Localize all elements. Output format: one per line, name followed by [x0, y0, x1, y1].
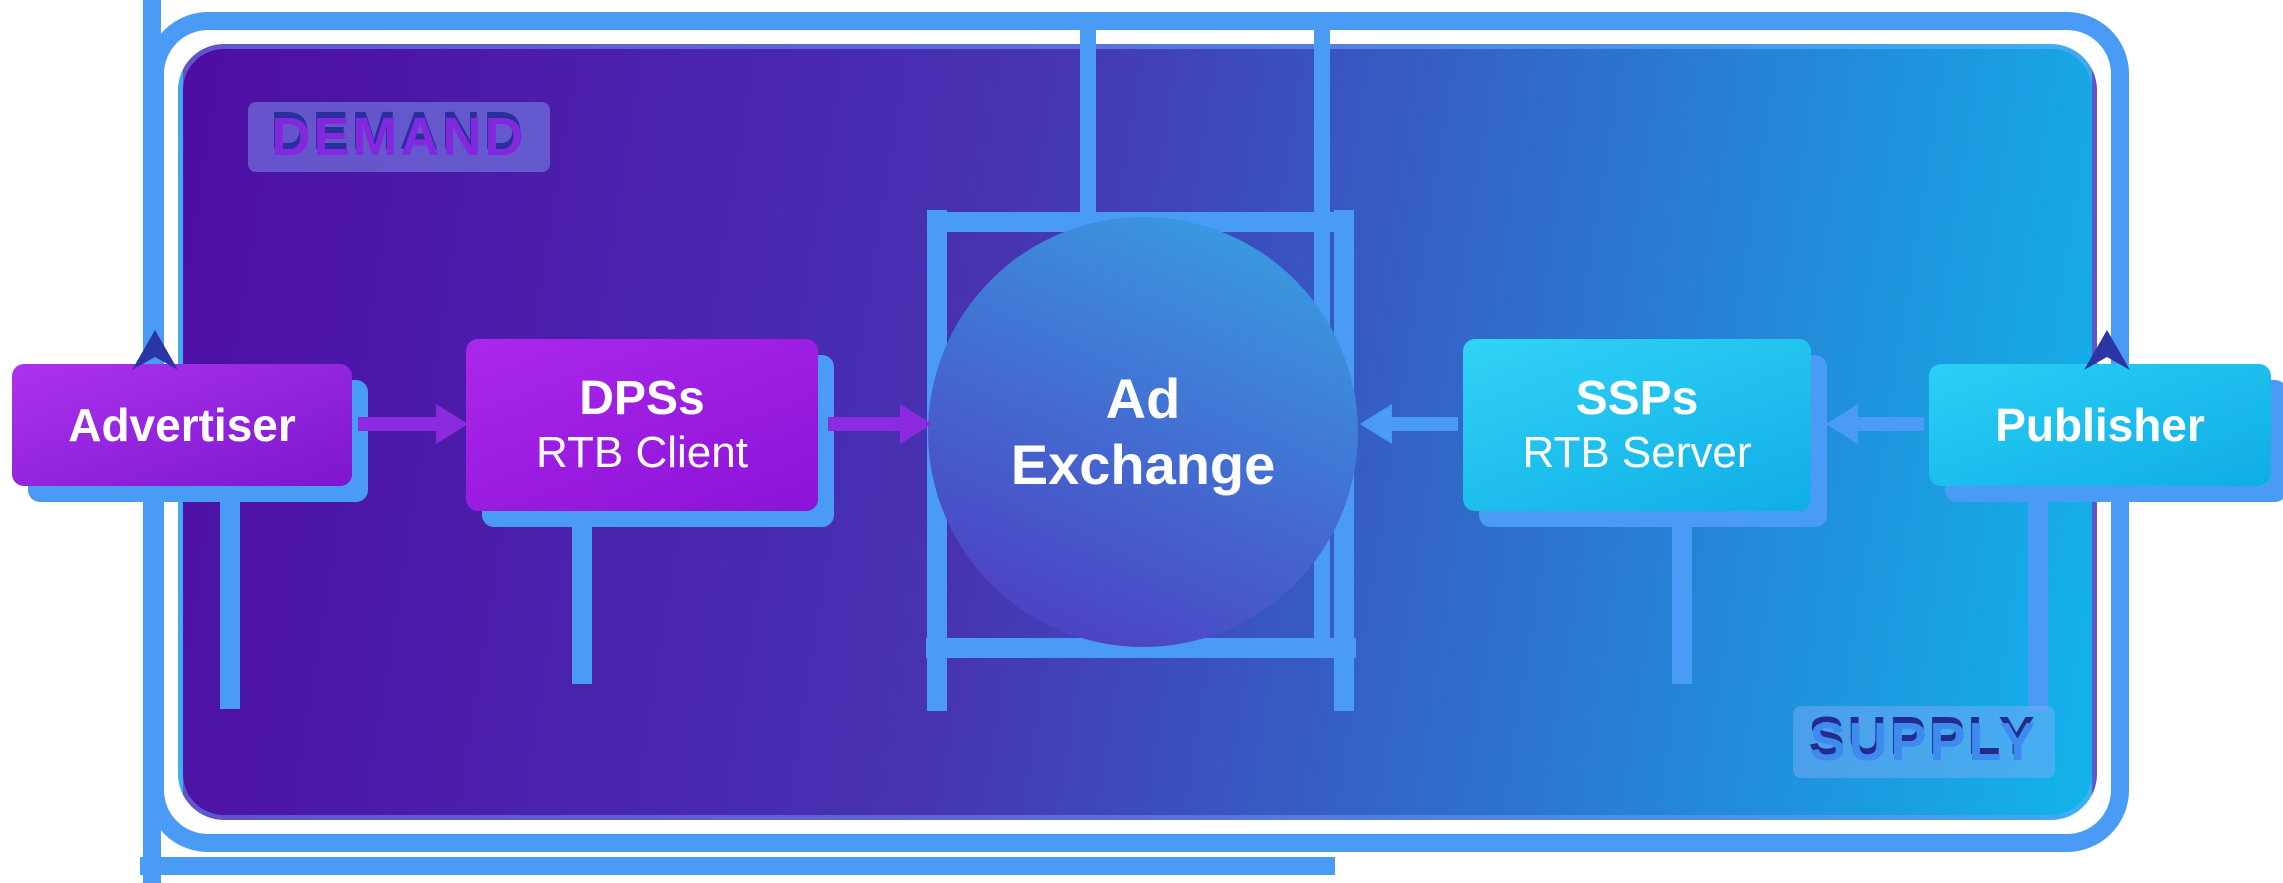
ad-exchange-label-line2: Exchange: [1010, 433, 1276, 496]
ssp-title: SSPs: [1575, 371, 1699, 425]
advertiser-node[interactable]: Advertiser: [12, 364, 352, 486]
ssp-subtitle: RTB Server: [1522, 428, 1752, 478]
dsp-node[interactable]: DPSs RTB Client: [466, 339, 818, 511]
publisher-label: Publisher: [1995, 399, 2205, 451]
publisher-node[interactable]: Publisher: [1929, 364, 2271, 486]
ad-exchange-label-line1: Ad: [1105, 366, 1181, 430]
dsp-title: DPSs: [579, 371, 705, 425]
supply-stamp: SUPPLY: [1793, 706, 2055, 778]
supply-label: SUPPLY: [1809, 712, 2039, 772]
ad-exchange-node[interactable]: Ad Exchange: [928, 217, 1358, 647]
ssp-node[interactable]: SSPs RTB Server: [1463, 339, 1811, 511]
dsp-subtitle: RTB Client: [536, 428, 748, 478]
demand-stamp: DEMAND: [248, 102, 550, 172]
advertiser-label: Advertiser: [68, 399, 296, 451]
demand-label: DEMAND: [271, 107, 527, 167]
